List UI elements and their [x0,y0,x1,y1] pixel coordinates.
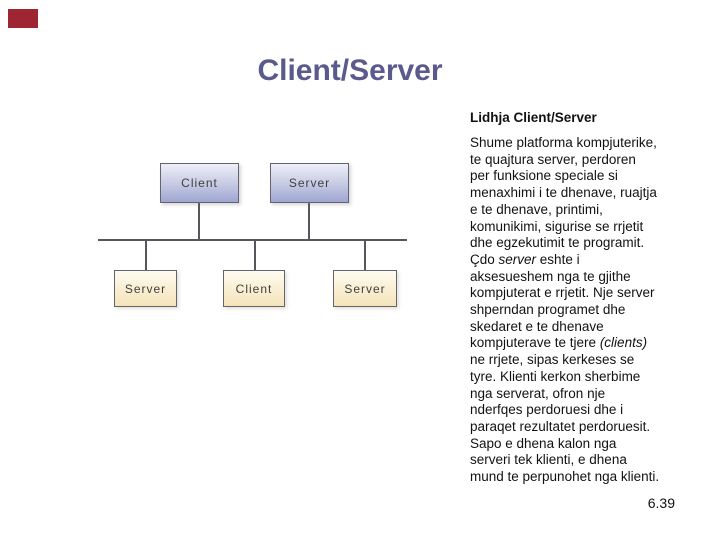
body-text: Shume platforma kompjuterike,te quajtura… [470,135,685,486]
node-label: Server [344,281,386,296]
body-text-line: nderfqes perdoruesi dhe i [470,402,624,418]
body-text-line: dhe egzekutimit te programit. [470,235,645,251]
connector-line-top-client [198,203,200,240]
body-text-line: paraqet rezultatet perdoruesit. [470,418,651,434]
body-text-line: aksesueshem nga te gjithe [470,268,631,284]
text-panel: Lidhja Client/Server Shume platforma kom… [470,110,685,486]
node-label: Server [124,281,167,296]
body-text-line: komunikimi, sigurise se rrjetit [470,218,644,234]
diagram-node-client-top: Client [160,163,239,203]
slide-accent-mark [8,9,38,28]
body-text-line: tyre. Klienti kerkon sherbime [470,368,641,384]
slide-title: Client/Server [257,54,443,87]
diagram-node-server-bottom-right: Server [333,270,397,307]
node-label: Server [288,176,331,190]
diagram-node-client-bottom: Client [223,270,285,307]
connector-line-top-server [308,203,310,240]
body-text-line: nga serverat, ofron nje [470,385,606,401]
body-text-line: Çdo server eshte i [470,251,580,267]
diagram-node-server-top: Server [270,163,349,203]
connector-line-bottom-server-2 [364,240,366,270]
body-text-line: kompjuterat e rrjetit. Nje server [470,285,655,301]
connector-line-bottom-server-1 [145,240,147,270]
body-text-line: Shume platforma kompjuterike, [470,135,657,150]
node-label: Client [181,176,218,190]
body-text-line: te quajtura server, perdoren [470,151,636,167]
body-text-line: Sapo e dhena kalon nga [470,435,617,451]
text-panel-heading: Lidhja Client/Server [470,110,597,125]
network-bus-line [98,239,407,241]
body-text-line: e te dhenave, printimi, [470,201,603,217]
body-text-line: serveri tek klienti, e dhena [470,452,627,468]
page-number: 6.39 [647,495,675,511]
node-label: Client [235,281,273,296]
body-text-line: ne rrjete, sipas kerkeses se [470,352,635,368]
diagram-node-server-bottom-left: Server [114,270,177,307]
body-text-line: menaxhimi i te dhenave, ruajtja [470,185,657,201]
body-text-line: kompjuterave te tjere (clients) [470,335,648,351]
body-text-line: mund te perpunohet nga klienti. [470,469,660,485]
body-text-line: per funksione speciale si [470,168,618,184]
body-text-line: skedaret e te dhenave [470,318,604,334]
body-text-line: shperndan programet dhe [470,302,626,318]
connector-line-bottom-client [254,240,256,270]
